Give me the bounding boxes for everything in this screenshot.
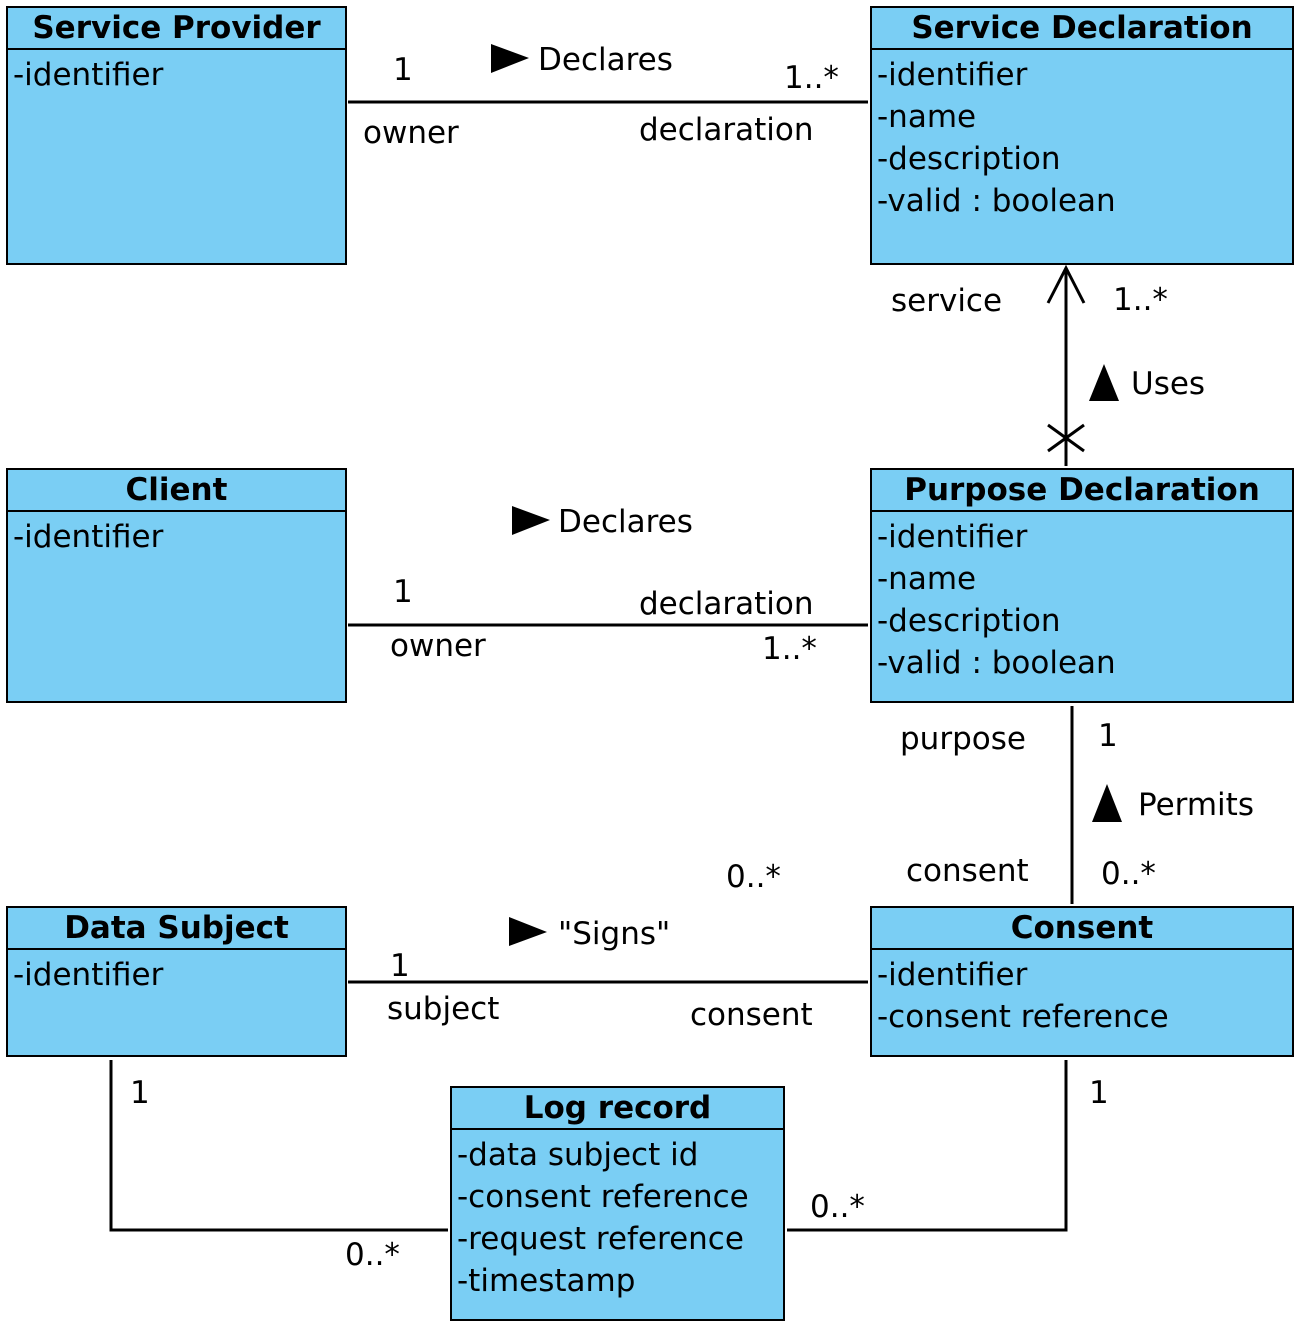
class-client: Client -identifier xyxy=(6,468,347,703)
multiplicity-label: 1..* xyxy=(762,631,817,667)
role-label: consent xyxy=(906,853,1029,889)
class-title: Service Declaration xyxy=(872,8,1292,50)
attribute: -consent reference xyxy=(877,999,1169,1035)
multiplicity-label: 1..* xyxy=(784,60,839,96)
role-label: declaration xyxy=(639,586,814,622)
direction-triangle-icon xyxy=(491,44,529,73)
role-label: owner xyxy=(363,115,459,151)
attribute-list: -identifier -name -description -valid : … xyxy=(872,512,1292,684)
attribute: -name xyxy=(877,561,977,597)
association-name: Permits xyxy=(1138,787,1254,823)
attribute: -identifier xyxy=(13,57,164,93)
attribute-list: -data subject id -consent reference -req… xyxy=(452,1130,783,1302)
class-log-record: Log record -data subject id -consent ref… xyxy=(450,1086,785,1321)
association-name: Declares xyxy=(558,504,693,540)
attribute: -request reference xyxy=(457,1221,744,1257)
class-service-provider: Service Provider -identifier xyxy=(6,6,347,265)
direction-triangle-icon xyxy=(509,917,547,946)
class-service-declaration: Service Declaration -identifier -name -d… xyxy=(870,6,1294,265)
multiplicity-label: 1..* xyxy=(1113,282,1168,318)
direction-triangle-icon xyxy=(512,506,550,535)
attribute: -data subject id xyxy=(457,1137,699,1173)
multiplicity-label: 1 xyxy=(393,52,413,88)
multiplicity-label: 0..* xyxy=(726,859,781,895)
multiplicity-label: 0..* xyxy=(810,1189,865,1225)
multiplicity-label: 0..* xyxy=(345,1237,400,1273)
navigable-arrowhead xyxy=(1046,264,1086,304)
role-label: purpose xyxy=(900,721,1026,757)
multiplicity-label: 1 xyxy=(1089,1075,1109,1111)
association-name: Declares xyxy=(538,42,673,78)
attribute-list: -identifier -name -description -valid : … xyxy=(872,50,1292,222)
attribute: -identifier xyxy=(877,519,1028,555)
class-title: Client xyxy=(8,470,345,512)
role-label: owner xyxy=(390,628,486,664)
attribute-list: -identifier xyxy=(8,50,345,96)
attribute: -identifier xyxy=(13,519,164,555)
class-title: Purpose Declaration xyxy=(872,470,1292,512)
class-title: Consent xyxy=(872,908,1292,950)
role-label: consent xyxy=(690,997,813,1033)
role-label: declaration xyxy=(639,112,814,148)
multiplicity-label: 1 xyxy=(390,948,410,984)
multiplicity-label: 1 xyxy=(393,574,413,610)
association-name: Uses xyxy=(1131,366,1206,402)
class-purpose-declaration: Purpose Declaration -identifier -name -d… xyxy=(870,468,1294,703)
multiplicity-label: 1 xyxy=(1098,718,1118,754)
role-label: subject xyxy=(387,991,500,1027)
attribute: -identifier xyxy=(13,957,164,993)
multiplicity-label: 1 xyxy=(130,1075,150,1111)
class-title: Data Subject xyxy=(8,908,345,950)
attribute: -consent reference xyxy=(457,1179,749,1215)
direction-triangle-icon xyxy=(1092,784,1122,822)
attribute: -valid : boolean xyxy=(877,183,1116,219)
attribute: -description xyxy=(877,141,1061,177)
attribute: -identifier xyxy=(877,957,1028,993)
attribute: -timestamp xyxy=(457,1263,636,1299)
role-label: service xyxy=(891,283,1003,319)
attribute-list: -identifier -consent reference xyxy=(872,950,1292,1038)
non-navigable-x-mark xyxy=(1047,423,1085,453)
attribute-list: -identifier xyxy=(8,950,345,996)
association-line-consent-log xyxy=(787,1060,1068,1232)
attribute: -name xyxy=(877,99,977,135)
class-title: Log record xyxy=(452,1088,783,1130)
association-line-subject-log xyxy=(109,1060,448,1232)
association-name: "Signs" xyxy=(558,916,671,952)
multiplicity-label: 0..* xyxy=(1101,856,1156,892)
class-title: Service Provider xyxy=(8,8,345,50)
attribute: -description xyxy=(877,603,1061,639)
attribute: -identifier xyxy=(877,57,1028,93)
attribute: -valid : boolean xyxy=(877,645,1116,681)
class-consent: Consent -identifier -consent reference xyxy=(870,906,1294,1057)
direction-triangle-icon xyxy=(1089,364,1119,401)
class-data-subject: Data Subject -identifier xyxy=(6,906,347,1057)
attribute-list: -identifier xyxy=(8,512,345,558)
